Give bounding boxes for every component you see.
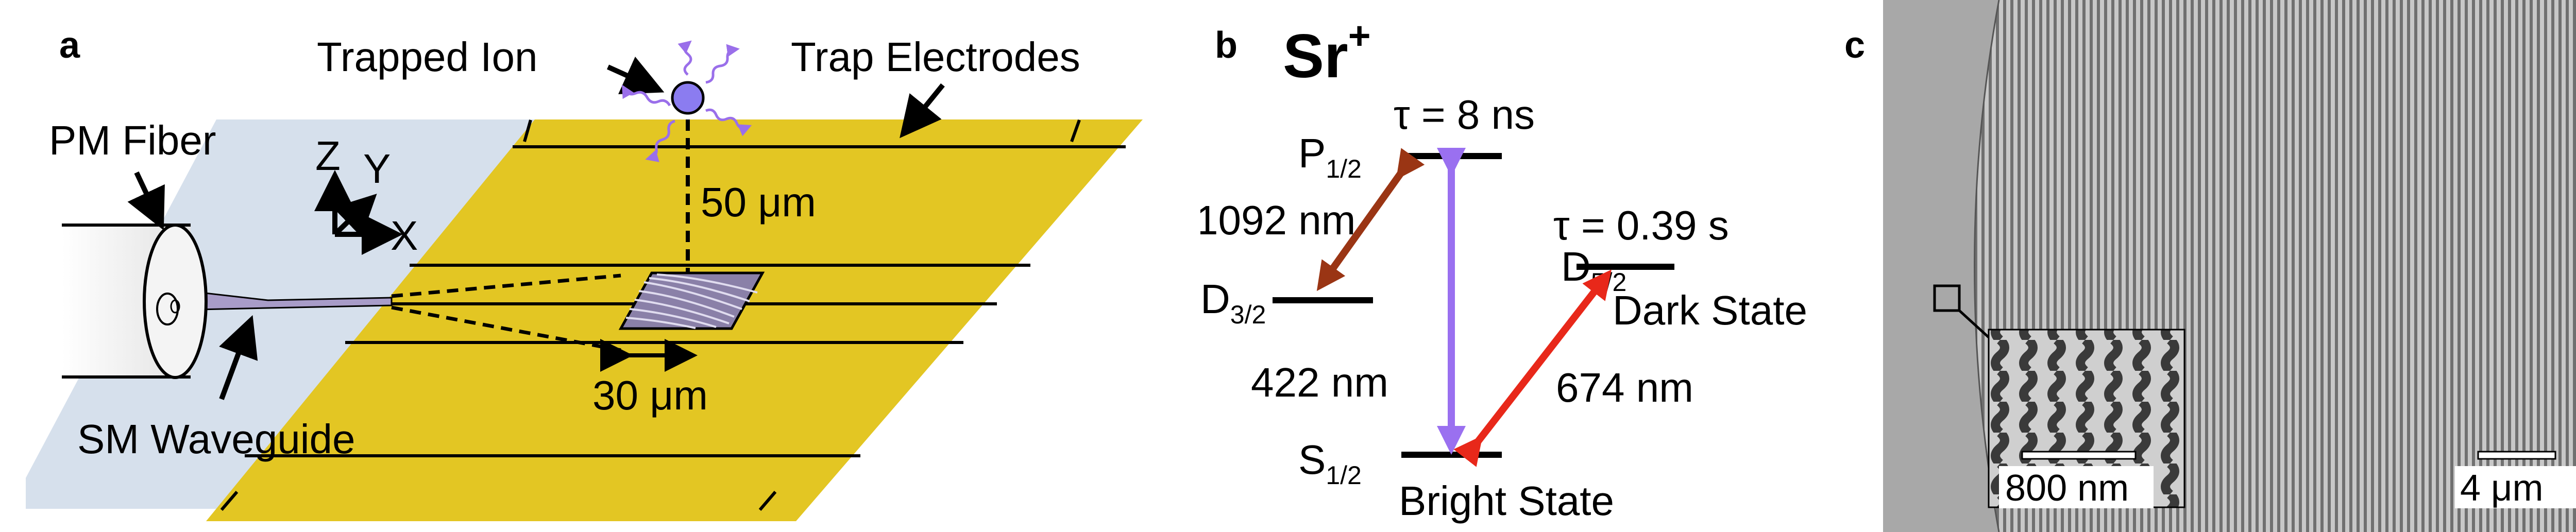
- level-diagram-svg: b Sr+ P1/2 D3/2 D5/2 S1/2 τ = 8 ns τ = 0…: [1200, 14, 1807, 524]
- pm-fiber: [62, 224, 208, 379]
- panel-b-level-diagram: b Sr+ P1/2 D3/2 D5/2 S1/2 τ = 8 ns τ = 0…: [1200, 0, 1844, 532]
- trapped-ion-arrow: [606, 56, 665, 94]
- waveguide-to-grating-dashes: [391, 273, 621, 352]
- wavelength-674-label: 674 nm: [1556, 365, 1693, 410]
- axis-y-label: Y: [363, 146, 391, 192]
- pm-fiber-arrow: [127, 171, 165, 231]
- panel-a-trap-schematic: a 30 μm 50 μ: [0, 0, 1200, 532]
- panel-a-letter: a: [59, 25, 80, 66]
- bright-state-label: Bright State: [1399, 478, 1614, 524]
- axis-x-label: X: [391, 213, 418, 259]
- main-scale-bar: [2477, 451, 2556, 460]
- inset-scale-bar: [2021, 451, 2137, 460]
- coordinate-axes: [314, 170, 403, 255]
- grating-coupler: [618, 271, 765, 330]
- pm-fiber-label: PM Fiber: [49, 117, 216, 163]
- lifetime-p-label: τ = 8 ns: [1394, 92, 1535, 138]
- width-label: 30 μm: [592, 372, 708, 418]
- sm-waveguide-label: SM Waveguide: [77, 416, 355, 462]
- trapped-ion-sphere: [671, 81, 705, 115]
- axis-z-label: Z: [315, 133, 341, 179]
- main-scale-label: 4 μm: [2460, 468, 2544, 509]
- level-s12-label: S1/2: [1298, 437, 1362, 490]
- substrate-plane: [26, 119, 536, 509]
- wavelength-422-label: 422 nm: [1251, 359, 1388, 405]
- lifetime-d52-label: τ = 0.39 s: [1553, 202, 1729, 248]
- inset-scale-label: 800 nm: [2005, 468, 2129, 509]
- panel-c-letter: c: [1844, 25, 1865, 66]
- wavelength-1092-label: 1092 nm: [1200, 197, 1355, 243]
- sem-inset: 800 nm: [1988, 329, 2185, 509]
- trap-electrodes-arrow: [900, 83, 945, 139]
- panel-b-letter: b: [1215, 25, 1238, 66]
- scattered-photons: [622, 40, 752, 162]
- inset-selection-box: [1933, 284, 1961, 312]
- species-label: Sr+: [1283, 14, 1371, 91]
- transition-674: [1453, 269, 1612, 467]
- trap-schematic-svg: a 30 μm 50 μ: [26, 25, 1143, 521]
- sm-waveguide-arrow: [219, 315, 258, 400]
- trap-electrodes-label: Trap Electrodes: [791, 34, 1080, 80]
- trapped-ion-label: Trapped Ion: [317, 34, 537, 80]
- height-label: 50 μm: [701, 179, 816, 225]
- transition-1092: [1316, 148, 1425, 291]
- dark-state-label: Dark State: [1613, 287, 1807, 333]
- level-p12-label: P1/2: [1298, 130, 1362, 183]
- level-d32-label: D3/2: [1200, 276, 1266, 329]
- panel-c-sem-image: c 800 nm 4 μm: [1844, 0, 2576, 532]
- sem-image-svg: c 800 nm 4 μm: [1844, 0, 2576, 532]
